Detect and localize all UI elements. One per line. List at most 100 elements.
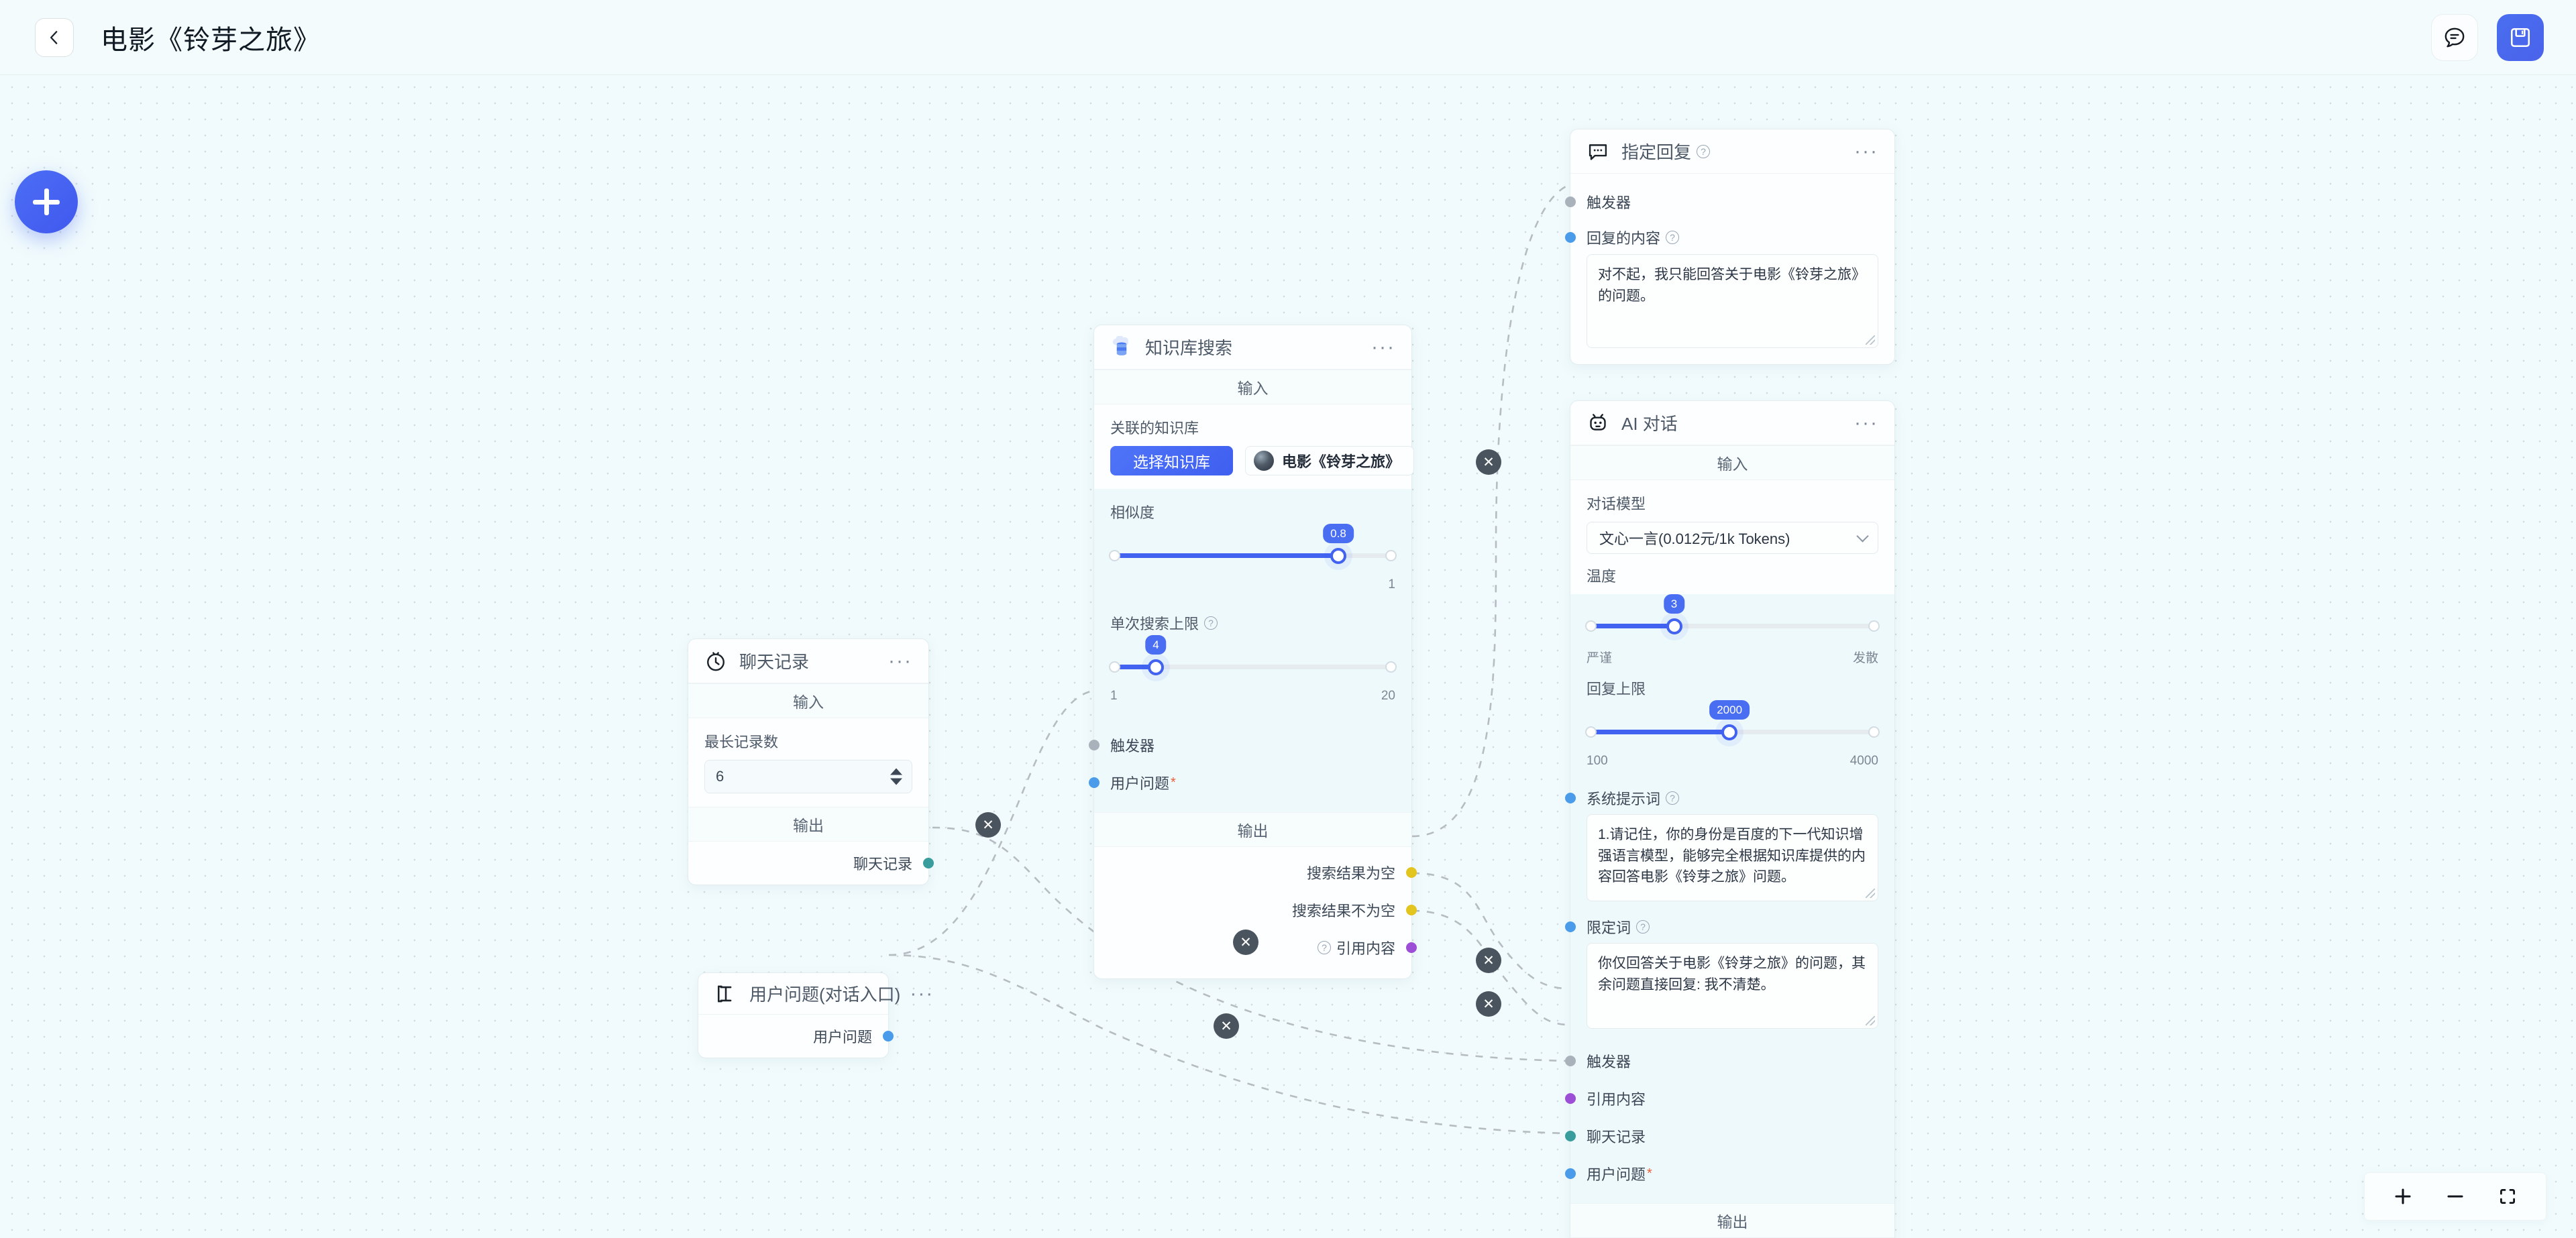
- node-fixed-reply[interactable]: 指定回复 ? ··· 触发器 回复的内容 ? 对不起，我只能回答关于电影《铃芽之…: [1565, 129, 1895, 365]
- zoom-in-button[interactable]: [2392, 1185, 2414, 1208]
- port-row-user-question[interactable]: 用户问题*: [1565, 1155, 1878, 1192]
- help-icon[interactable]: ?: [1666, 791, 1680, 805]
- edge-delete-button[interactable]: ✕: [975, 812, 1001, 838]
- select-kb-button[interactable]: 选择知识库: [1110, 446, 1233, 475]
- slider-min-handle: [1109, 550, 1120, 561]
- port-label: 聊天记录: [853, 856, 912, 873]
- node-header: 聊天记录 ···: [688, 639, 928, 683]
- workflow-canvas[interactable]: ✕ ✕ ✕ ✕ ✕ ✕ 聊天记录 ··· 输入 最长记录: [0, 75, 2576, 1238]
- node-title: AI 对话: [1621, 414, 1678, 434]
- input-port-reply-content[interactable]: [1565, 232, 1576, 243]
- node-menu-button[interactable]: ···: [1854, 139, 1878, 162]
- edge-delete-button[interactable]: ✕: [1214, 1013, 1239, 1039]
- page-title: 电影《铃芽之旅》: [101, 25, 321, 55]
- input-port-user-question[interactable]: [1089, 777, 1099, 788]
- output-port-search-empty[interactable]: [1406, 867, 1417, 878]
- add-node-button[interactable]: [15, 170, 78, 233]
- output-port-search-not-empty[interactable]: [1406, 905, 1417, 915]
- input-port-trigger[interactable]: [1565, 196, 1576, 207]
- robot-icon: [1585, 410, 1611, 436]
- edge-delete-button[interactable]: ✕: [1476, 991, 1501, 1017]
- kb-chip[interactable]: 电影《铃芽之旅》: [1245, 446, 1415, 475]
- output-port-quote[interactable]: [1406, 942, 1417, 953]
- node-title: 指定回复: [1621, 142, 1692, 162]
- port-row-chat-history[interactable]: 聊天记录: [1565, 1117, 1878, 1155]
- port-row-trigger[interactable]: 触发器: [1565, 183, 1878, 221]
- temperature-slider[interactable]: 3: [1585, 594, 1880, 648]
- port-label: 引用内容: [1587, 1091, 1646, 1108]
- slider-track[interactable]: [1110, 665, 1395, 669]
- fixed-reply-body: 触发器 回复的内容 ? 对不起，我只能回答关于电影《铃芽之旅》的问题。: [1565, 174, 1894, 364]
- port-row-quote[interactable]: 引用内容: [1565, 1080, 1878, 1117]
- output-port-chat-history[interactable]: [923, 858, 934, 868]
- edge-userq-to-ai: [888, 954, 1569, 1135]
- temperature-value: 3: [1663, 594, 1685, 614]
- port-row-user-question[interactable]: 用户问题*: [1089, 764, 1395, 801]
- limit-range: 1 20: [1110, 689, 1395, 708]
- help-icon[interactable]: ?: [1697, 144, 1711, 158]
- reply-content-textarea[interactable]: 对不起，我只能回答关于电影《铃芽之旅》的问题。: [1587, 254, 1878, 348]
- slider-handle[interactable]: [1148, 659, 1164, 675]
- stepper-arrows[interactable]: [890, 768, 902, 785]
- slider-handle[interactable]: [1330, 548, 1346, 564]
- edge-delete-button[interactable]: ✕: [1476, 948, 1501, 973]
- kb-avatar: [1254, 451, 1274, 471]
- comment-button[interactable]: [2431, 13, 2478, 61]
- fit-screen-button[interactable]: [2496, 1185, 2519, 1208]
- back-button[interactable]: [35, 17, 74, 57]
- node-chat-history[interactable]: 聊天记录 ··· 输入 最长记录数 6 输出 聊天记录: [688, 638, 934, 885]
- output-port-user-question[interactable]: [883, 1031, 894, 1042]
- node-title: 聊天记录: [739, 652, 810, 672]
- node-menu-button[interactable]: ···: [888, 649, 912, 672]
- node-user-question[interactable]: 用户问题(对话入口) ··· 用户问题: [698, 972, 932, 1058]
- input-band-label: 输入: [1094, 370, 1411, 404]
- input-port-limiter[interactable]: [1565, 921, 1576, 932]
- node-kb-search[interactable]: 知识库搜索 ··· 输入 关联的知识库 选择知识库 电影《铃芽之旅》 相似度: [1089, 325, 1417, 979]
- max-reply-slider[interactable]: 2000: [1585, 700, 1880, 754]
- port-row-trigger[interactable]: 触发器: [1565, 1042, 1878, 1080]
- input-port-user-question[interactable]: [1565, 1168, 1576, 1179]
- plus-icon: [2395, 1188, 2411, 1204]
- port-row-trigger[interactable]: 触发器: [1089, 726, 1395, 764]
- ai-inputs: 触发器 引用内容 聊天记录 用户问题*: [1565, 1038, 1894, 1203]
- save-button[interactable]: [2497, 13, 2544, 61]
- help-icon[interactable]: ?: [1666, 231, 1680, 244]
- required-marker: *: [1647, 1166, 1652, 1181]
- port-row-limiter[interactable]: 限定词 ?: [1565, 911, 1878, 943]
- zoom-out-button[interactable]: [2444, 1185, 2467, 1208]
- port-row-reply-content[interactable]: 回复的内容 ?: [1565, 221, 1878, 254]
- max-reply-range: 100 4000: [1587, 754, 1878, 773]
- input-port-quote[interactable]: [1565, 1093, 1576, 1104]
- input-port-chat-history[interactable]: [1565, 1131, 1576, 1141]
- help-icon[interactable]: ?: [1636, 920, 1650, 934]
- limit-slider[interactable]: 4: [1109, 635, 1397, 689]
- slider-track[interactable]: [1587, 624, 1878, 628]
- edge-delete-button[interactable]: ✕: [1476, 449, 1501, 475]
- kb-select-section: 关联的知识库 选择知识库 电影《铃芽之旅》: [1094, 404, 1415, 489]
- node-menu-button[interactable]: ···: [1854, 411, 1878, 434]
- input-port-trigger[interactable]: [1089, 740, 1099, 750]
- edge-delete-button[interactable]: ✕: [1233, 930, 1258, 955]
- node-menu-button[interactable]: ···: [910, 982, 934, 1005]
- system-prompt-textarea[interactable]: 1.请记住，你的身份是百度的下一代知识增强语言模型，能够完全根据知识库提供的内容…: [1587, 814, 1878, 901]
- max-records-stepper[interactable]: 6: [704, 760, 912, 793]
- help-icon[interactable]: ?: [1317, 941, 1331, 954]
- input-port-system-prompt[interactable]: [1565, 793, 1576, 803]
- node-ai-chat[interactable]: AI 对话 ··· 输入 对话模型 文心一言(0.012元/1k Tokens)…: [1565, 400, 1895, 1238]
- input-port-trigger[interactable]: [1565, 1056, 1576, 1066]
- model-select[interactable]: 文心一言(0.012元/1k Tokens): [1587, 522, 1878, 554]
- node-menu-button[interactable]: ···: [1371, 335, 1395, 358]
- port-row-search-not-empty[interactable]: 搜索结果不为空: [1110, 891, 1417, 929]
- slider-handle[interactable]: [1666, 618, 1682, 634]
- slider-track[interactable]: [1110, 553, 1395, 558]
- range-min: 严谨: [1587, 651, 1613, 665]
- help-icon[interactable]: ?: [1204, 616, 1218, 630]
- port-row-search-empty[interactable]: 搜索结果为空: [1110, 854, 1417, 891]
- limiter-textarea[interactable]: 你仅回答关于电影《铃芽之旅》的问题，其余问题直接回复: 我不清楚。: [1587, 943, 1878, 1029]
- port-row-chat-history-out[interactable]: 聊天记录: [704, 844, 934, 882]
- port-row-user-question-out[interactable]: 用户问题: [714, 1017, 894, 1055]
- slider-max-handle: [1385, 550, 1397, 561]
- port-row-system-prompt[interactable]: 系统提示词 ?: [1565, 782, 1878, 814]
- similarity-slider[interactable]: 0.8: [1109, 524, 1397, 577]
- slider-handle[interactable]: [1721, 724, 1738, 740]
